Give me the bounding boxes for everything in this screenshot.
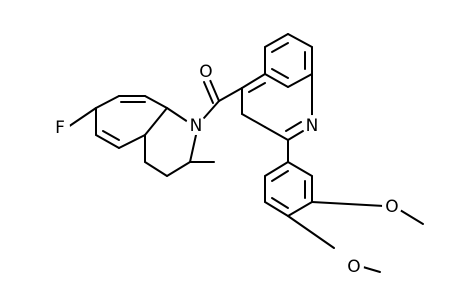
methoxy-oxygen-bottom-label: O	[347, 257, 360, 277]
quinoline-nitrogen-atom: N	[302, 115, 322, 136]
methoxy-methyl-bond	[399, 209, 424, 225]
methoxy-bond	[311, 201, 385, 207]
tetrahydroquinoline-bond	[95, 95, 120, 109]
methoxy-oxygen-bottom-atom: O	[344, 256, 364, 277]
dimethoxyphenyl-double-bond	[271, 197, 289, 209]
methoxy-oxygen-top-label: O	[385, 197, 398, 217]
dimethoxyphenyl-double-bond	[271, 170, 289, 182]
fluorine-label: F	[55, 118, 65, 138]
amide-nitrogen-label: N	[190, 116, 203, 136]
tetrahydroquinoline-bond	[166, 107, 189, 123]
methoxy-bond	[287, 215, 335, 249]
quinoline-pyridine-bond	[264, 126, 289, 141]
quinoline-benzo-bond	[264, 73, 289, 88]
tetrahydroquinoline-bond	[95, 134, 120, 149]
tetrahydroquinoline-bond	[144, 95, 168, 109]
carbonyl-double-bond	[209, 79, 220, 102]
carbonyl-oxygen-label: O	[199, 62, 212, 82]
tetrahydroquinoline-bond	[166, 161, 191, 177]
quinoline-benzo-bond	[287, 73, 313, 88]
tetrahydroquinoline-bond	[144, 161, 168, 177]
quinoline-nitrogen-label: N	[306, 116, 319, 136]
amide-nitrogen-atom: N	[186, 115, 206, 136]
carbonyl-double-bond	[203, 81, 214, 104]
quinoline-benzo-bond	[264, 33, 289, 48]
quinoline-benzo-bond	[287, 33, 313, 48]
quinoline-benzo-double-bond	[271, 68, 289, 79]
dimethoxyphenyl-bond	[287, 161, 313, 177]
tetrahydroquinoline-bond	[144, 107, 168, 136]
dimethoxyphenyl-bond	[264, 201, 289, 217]
atom-label-layer: O N N F O O	[50, 61, 402, 277]
quinoline-pyridine-double-bond	[248, 82, 266, 93]
carbonyl-carbon-bond	[218, 87, 243, 102]
quinoline-pyridine-bond	[241, 113, 266, 128]
tetrahydroquinoline-double-bond	[102, 130, 120, 141]
fluorine-atom: F	[50, 117, 70, 138]
bond-layer	[67, 33, 424, 273]
quinoline-pyridine-double-bond	[285, 121, 302, 132]
tetrahydroquinoline-bond	[189, 134, 197, 163]
carbonyl-oxygen-atom: O	[196, 61, 216, 82]
dimethoxyphenyl-bond	[264, 161, 289, 177]
carbonyl-to-nitrogen-bond	[203, 100, 220, 119]
dimethoxyphenyl-bond	[287, 201, 313, 217]
quinoline-benzo-double-bond	[271, 42, 289, 53]
methoxy-oxygen-top-atom: O	[382, 196, 402, 217]
fluorine-bond	[67, 107, 97, 128]
quinoline-pyridine-bond	[287, 130, 304, 141]
quinoline-pyridine-bond	[241, 73, 266, 89]
tetrahydroquinoline-bond	[118, 134, 146, 149]
